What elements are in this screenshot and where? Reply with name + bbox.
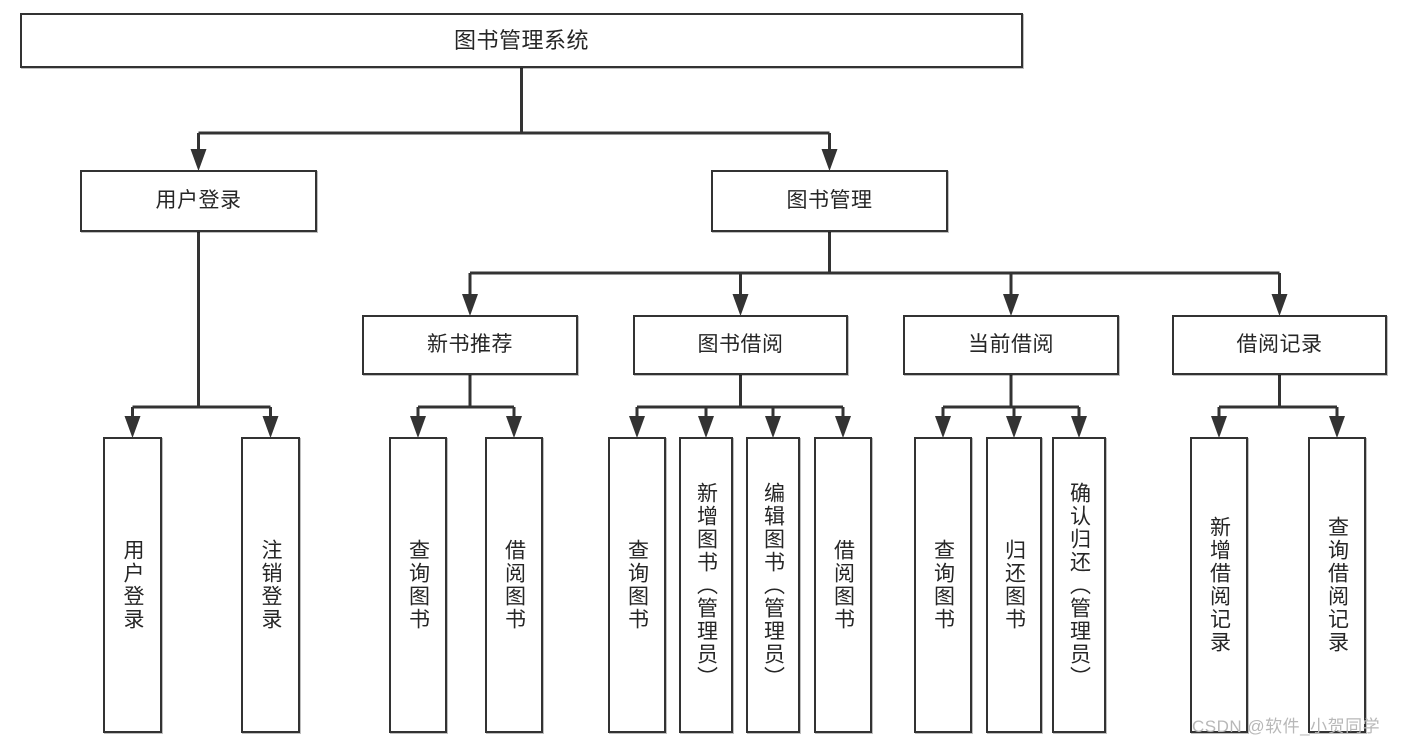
arrow-head-icon [698, 416, 714, 438]
watermark: CSDN @软件_小贺同学 [1192, 717, 1381, 736]
node-label: 新增借阅记录 [1207, 516, 1231, 654]
arrow-head-icon [1329, 416, 1345, 438]
arrow-head-icon [821, 149, 838, 171]
node-label: 图书管理系统 [453, 27, 589, 53]
arrow-head-icon [629, 416, 645, 438]
node-leaf-borrow-book-2[interactable]: 借阅图书 [814, 437, 872, 733]
node-label: 借阅图书 [502, 539, 526, 631]
node-label: 当前借阅 [968, 332, 1054, 356]
node-label: 借阅记录 [1236, 332, 1323, 356]
arrow-head-icon [462, 294, 478, 316]
arrow-head-icon [1211, 416, 1227, 438]
node-leaf-query-book-1[interactable]: 查询图书 [389, 437, 447, 733]
node-label: 用户登录 [155, 188, 242, 212]
arrow-head-icon [1271, 294, 1288, 316]
node-label: 图书借阅 [697, 332, 784, 356]
node-label: 查询借阅记录 [1325, 516, 1349, 654]
arrow-head-icon [732, 294, 749, 316]
node-leaf-query-record[interactable]: 查询借阅记录 [1308, 437, 1366, 733]
node-label: 图书管理 [786, 188, 873, 212]
arrow-head-icon [935, 416, 951, 438]
node-root[interactable]: 图书管理系统 [20, 13, 1023, 68]
arrow-head-icon [124, 416, 141, 438]
node-leaf-return-book[interactable]: 归还图书 [986, 437, 1042, 733]
node-leaf-add-book[interactable]: 新增图书（管理员） [679, 437, 733, 733]
node-label: 新增图书（管理员） [694, 481, 718, 689]
node-leaf-edit-book[interactable]: 编辑图书（管理员） [746, 437, 800, 733]
node-borrow-record[interactable]: 借阅记录 [1172, 315, 1387, 375]
arrow-head-icon [1006, 416, 1022, 438]
node-leaf-confirm-return[interactable]: 确认归还（管理员） [1052, 437, 1106, 733]
arrow-head-icon [410, 416, 426, 438]
node-label: 编辑图书（管理员） [761, 481, 785, 689]
arrow-head-icon [835, 416, 851, 438]
arrow-head-icon [506, 416, 522, 438]
node-label: 借阅图书 [831, 539, 855, 631]
node-leaf-user-login[interactable]: 用户登录 [103, 437, 162, 733]
arrow-head-icon [262, 416, 279, 438]
node-current-borrow[interactable]: 当前借阅 [903, 315, 1119, 375]
node-leaf-borrow-book-1[interactable]: 借阅图书 [485, 437, 543, 733]
arrow-head-icon [765, 416, 781, 438]
arrow-head-icon [1003, 294, 1019, 316]
node-user-login[interactable]: 用户登录 [80, 170, 317, 232]
node-label: 查询图书 [625, 539, 649, 631]
arrow-head-icon [1071, 416, 1087, 438]
node-new-book-rec[interactable]: 新书推荐 [362, 315, 578, 375]
node-label: 注销登录 [259, 539, 282, 631]
arrow-head-icon [190, 149, 207, 171]
node-label: 查询图书 [406, 539, 430, 631]
node-leaf-user-logout[interactable]: 注销登录 [241, 437, 300, 733]
node-leaf-query-book-3[interactable]: 查询图书 [914, 437, 972, 733]
node-label: 确认归还（管理员） [1067, 481, 1091, 689]
node-label: 查询图书 [931, 539, 955, 631]
node-book-borrow[interactable]: 图书借阅 [633, 315, 848, 375]
node-label: 新书推荐 [427, 332, 513, 356]
node-book-manage[interactable]: 图书管理 [711, 170, 948, 232]
node-leaf-add-record[interactable]: 新增借阅记录 [1190, 437, 1248, 733]
node-leaf-query-book-2[interactable]: 查询图书 [608, 437, 666, 733]
node-label: 归还图书 [1002, 539, 1026, 631]
node-label: 用户登录 [121, 539, 144, 631]
